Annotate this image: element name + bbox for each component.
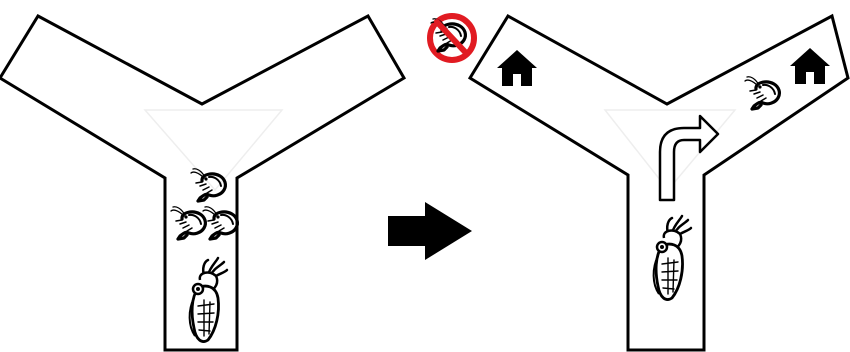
- right-arrow-icon: [388, 202, 472, 260]
- y-maze-after: [430, 16, 848, 350]
- no-shrimp-icon: [430, 16, 474, 60]
- y-maze-before: [0, 16, 404, 350]
